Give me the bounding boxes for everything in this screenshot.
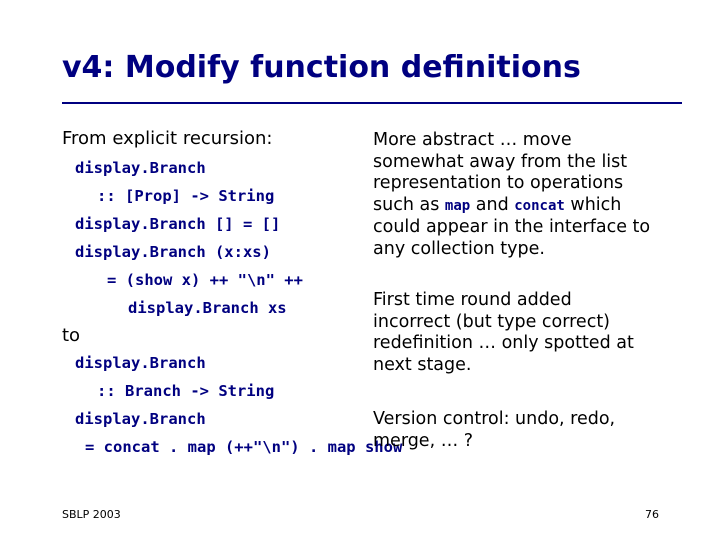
inline-code-map: map xyxy=(444,197,471,214)
note-line: somewhat away from the list xyxy=(373,151,628,172)
note-line: any collection type. xyxy=(373,238,545,259)
recursion-intro: From explicit recursion: xyxy=(62,128,273,149)
title-divider xyxy=(62,102,682,104)
note-line: redefinition … only spotted at xyxy=(373,333,634,353)
note-line: merge, … ? xyxy=(373,430,474,451)
code-line: = concat . map (++"\n") . map show xyxy=(85,438,403,456)
code-line: :: [Prop] -> String xyxy=(97,187,275,205)
redefinition-note: First time round added incorrect (but ty… xyxy=(373,290,703,376)
page-number: 76 xyxy=(645,508,659,521)
code-line: display.Branch xs xyxy=(128,299,287,317)
note-text: such as xyxy=(373,194,445,215)
note-line: could appear in the interface to xyxy=(373,217,651,237)
note-line: Version control: undo, redo, xyxy=(373,409,616,429)
version-control-note: Version control: undo, redo, merge, … ? xyxy=(373,409,703,452)
code-line: :: Branch -> String xyxy=(97,382,275,400)
code-line: display.Branch [] = [] xyxy=(75,215,281,233)
note-line: representation to operations xyxy=(373,173,624,193)
code-line: display.Branch xyxy=(75,354,206,372)
note-line: incorrect (but type correct) xyxy=(373,311,611,332)
note-line: First time round added xyxy=(373,290,572,310)
code-line: = (show x) ++ "\n" ++ xyxy=(107,271,303,289)
code-line: display.Branch (x:xs) xyxy=(75,243,271,261)
code-line: display.Branch xyxy=(75,410,206,428)
footer-conference: SBLP 2003 xyxy=(62,508,121,521)
note-line: next stage. xyxy=(373,354,472,375)
slide-title: v4: Modify function definitions xyxy=(62,50,581,85)
note-text: which xyxy=(564,194,622,215)
note-line: More abstract … move xyxy=(373,130,572,150)
inline-code-concat: concat xyxy=(514,197,565,214)
to-label: to xyxy=(62,325,81,346)
note-text: and xyxy=(470,194,515,215)
abstraction-note: More abstract … move somewhat away from … xyxy=(373,130,703,260)
code-line: display.Branch xyxy=(75,159,206,177)
note-line: such as map and concat which xyxy=(373,195,703,218)
